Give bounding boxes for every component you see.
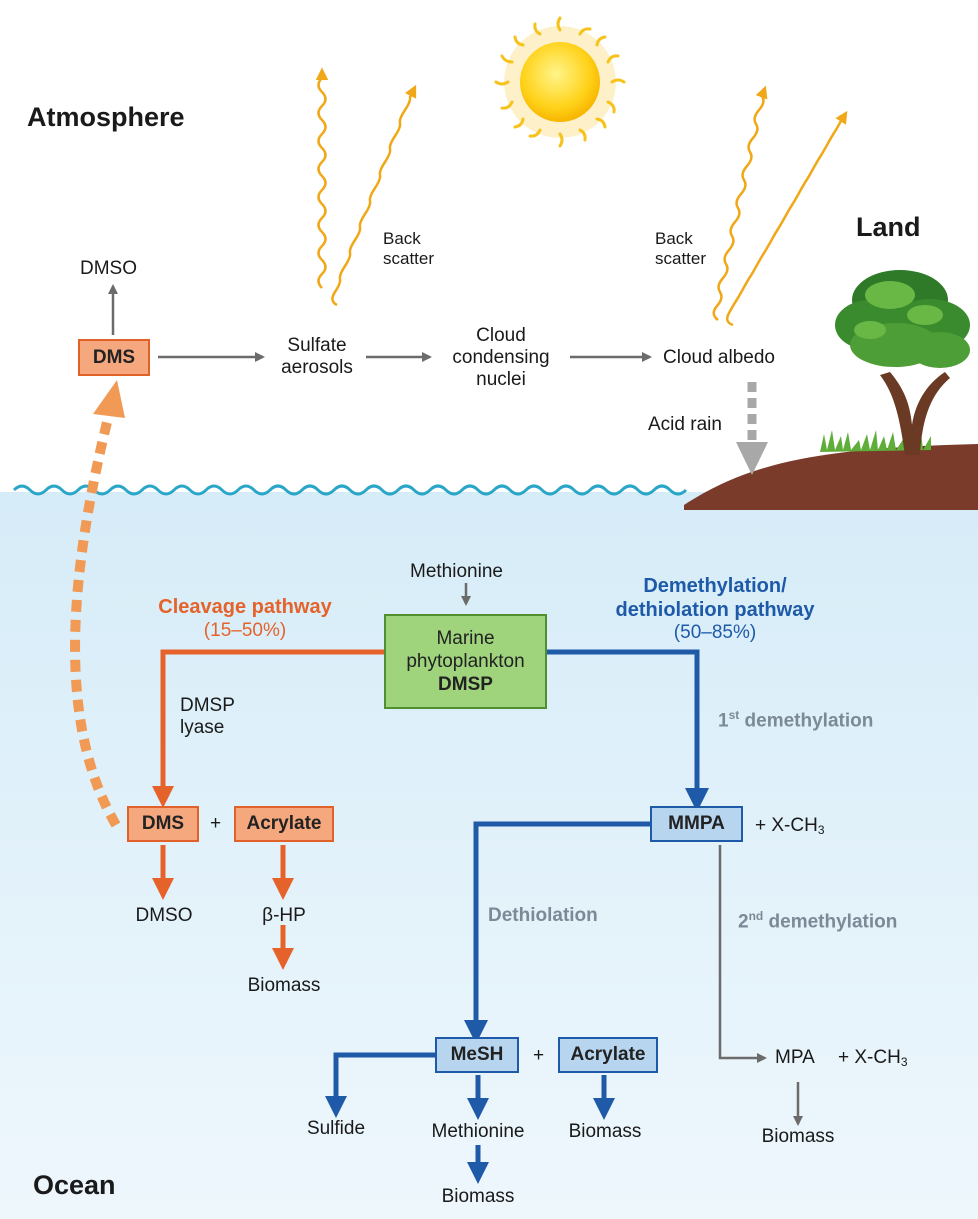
cleavage-biomass-label: Biomass	[247, 975, 321, 996]
cloud-albedo-label: Cloud albedo	[663, 347, 775, 368]
blue-arrowhead-methionine	[467, 1098, 489, 1120]
cleavage-acrylate-box: Acrylate	[234, 806, 334, 842]
atmosphere-label: Atmosphere	[27, 102, 185, 132]
sun-icon	[494, 16, 626, 148]
cleavage-path-lines	[160, 649, 384, 950]
cleavage-plus: +	[210, 813, 222, 834]
first-demethylation-label: 1st demethylation	[718, 708, 874, 732]
cleavage-arrowhead-dms	[152, 786, 174, 808]
demethylation-pathway-title: Demethylation/dethiolation pathway	[615, 575, 815, 621]
cleavage-arrowhead-bhp	[272, 878, 294, 900]
mpa-label: MPA	[775, 1047, 815, 1068]
methionine-source-label: Methionine	[410, 561, 503, 582]
demethylation-pathway-percent: (50–85%)	[673, 622, 757, 643]
tree-icon	[835, 270, 970, 455]
mmpa-box: MMPA	[650, 806, 743, 842]
cleavage-pathway-title: Cleavage pathway	[158, 596, 332, 618]
ocean-surface-waves	[12, 484, 688, 496]
blue-arrowhead-sulfide	[325, 1096, 347, 1118]
dethiolation-label: Dethiolation	[488, 905, 598, 926]
back-scatter-waves	[315, 67, 848, 327]
blue-arrowhead-biomass-methionine	[467, 1162, 489, 1184]
blue-arrowhead-biomass-acrylate	[593, 1098, 615, 1120]
methionine-biomass-label: Biomass	[441, 1186, 515, 1207]
cleavage-arrowhead-biomass	[272, 948, 294, 970]
second-demethylation-lines	[718, 845, 803, 1126]
ocean-label: Ocean	[33, 1170, 116, 1200]
demethylation-path-lines	[333, 649, 700, 1164]
marine-text: Marine	[436, 628, 495, 649]
cleavage-pathway-percent: (15–50%)	[203, 620, 287, 641]
acid-rain-arrow	[736, 382, 768, 475]
atmosphere-arrows	[108, 284, 652, 362]
acrylate-biomass-label: Biomass	[568, 1121, 642, 1142]
mesh-plus: +	[533, 1045, 545, 1066]
ocean-dmso-label: DMSO	[135, 905, 193, 926]
mmpa-methyl-group: + X-CH3	[755, 815, 825, 837]
mesh-box: MeSH	[435, 1037, 519, 1073]
land-label: Land	[856, 212, 921, 242]
phytoplankton-dmsp-box: Marine phytoplankton DMSP	[384, 614, 547, 709]
beta-hp-label: β-HP	[262, 905, 306, 926]
cleavage-arrowhead-dmso	[152, 878, 174, 900]
mpa-biomass-label: Biomass	[761, 1126, 835, 1147]
second-demethylation-label: 2nd demethylation	[738, 909, 898, 933]
ocean-dms-box: DMS	[127, 806, 199, 842]
land-shore	[684, 430, 978, 510]
dmsp-text: DMSP	[438, 674, 493, 695]
mpa-methyl-group: + X-CH3	[838, 1047, 908, 1069]
methionine-product-label: Methionine	[431, 1121, 525, 1142]
atmosphere-dms-box: DMS	[78, 339, 150, 376]
atmosphere-dmso-label: DMSO	[80, 258, 137, 279]
blue-arrowhead-mmpa	[685, 788, 709, 812]
dms-emission-arrow	[70, 380, 125, 828]
acid-rain-label: Acid rain	[648, 414, 722, 435]
phytoplankton-text: phytoplankton	[406, 651, 525, 672]
blue-arrowhead-mesh	[464, 1020, 488, 1044]
demethylation-acrylate-box: Acrylate	[558, 1037, 658, 1073]
sulfide-label: Sulfide	[306, 1118, 366, 1139]
